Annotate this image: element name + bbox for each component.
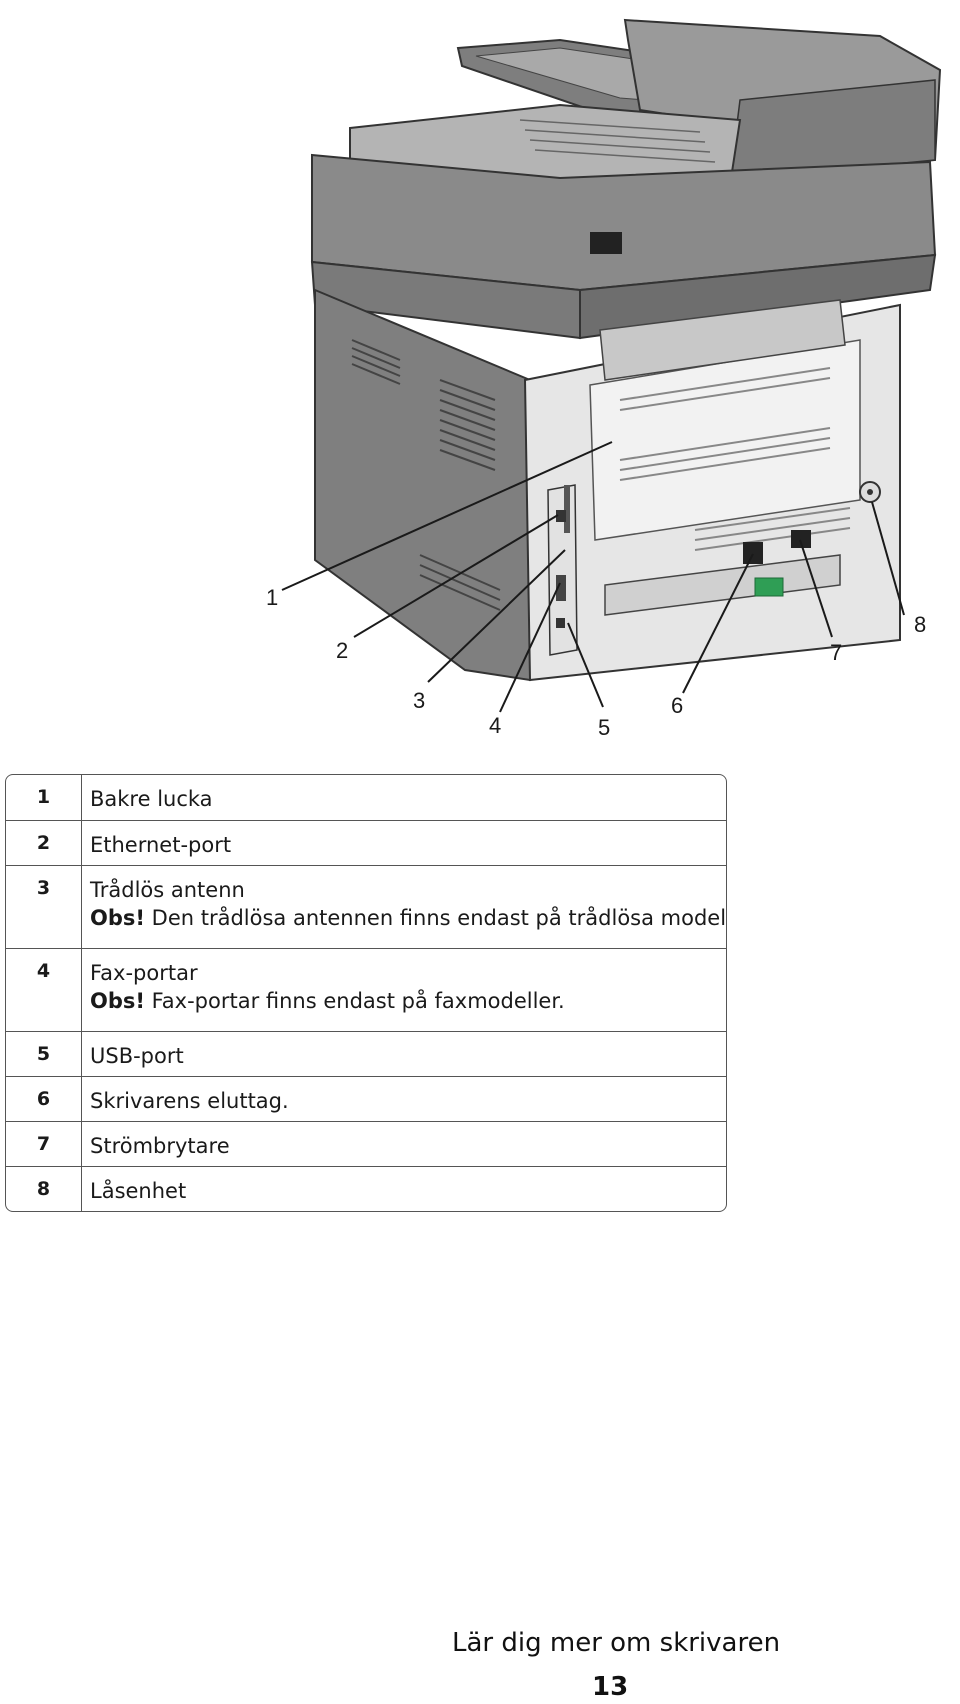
- legend-number: 3: [6, 866, 82, 948]
- legend-number: 2: [6, 821, 82, 865]
- callout-6: 6: [671, 693, 683, 718]
- legend-number: 7: [6, 1122, 82, 1166]
- legend-label: Fax-portar: [90, 961, 198, 985]
- note-prefix: Obs!: [90, 906, 145, 930]
- power-socket: [743, 542, 763, 564]
- callout-1: 1: [266, 585, 278, 610]
- callout-8: 8: [914, 612, 926, 637]
- ethernet-port: [556, 510, 566, 522]
- legend-table: 1 Bakre lucka 2 Ethernet-port 3 Trådlös …: [5, 774, 727, 1212]
- legend-number: 6: [6, 1077, 82, 1121]
- footer-section-title: Lär dig mer om skrivaren: [452, 1628, 781, 1658]
- legend-label: Låsenhet: [90, 1179, 187, 1203]
- legend-row-4: 4 Fax-portar Obs! Fax-portar finns endas…: [6, 948, 726, 1031]
- legend-label: Skrivarens eluttag.: [90, 1089, 289, 1113]
- legend-number: 4: [6, 949, 82, 1031]
- port-panel: [547, 484, 578, 656]
- scanner-housing: [310, 103, 937, 340]
- legend-row-3: 3 Trådlös antenn Obs! Den trådlösa anten…: [6, 865, 726, 948]
- legend-row-1: 1 Bakre lucka: [6, 775, 726, 820]
- legend-row-2: 2 Ethernet-port: [6, 820, 726, 865]
- legend-number: 5: [6, 1032, 82, 1076]
- legend-number: 1: [6, 775, 82, 820]
- callout-4: 4: [489, 713, 501, 738]
- wireless-antenna: [564, 485, 570, 533]
- callout-7: 7: [830, 640, 842, 665]
- callout-3: 3: [413, 688, 425, 713]
- fax-ports: [556, 575, 566, 601]
- note-text: Den trådlösa antennen finns endast på tr…: [144, 906, 727, 930]
- usb-port: [556, 618, 565, 628]
- legend-row-6: 6 Skrivarens eluttag.: [6, 1076, 726, 1121]
- legend-row-7: 7 Strömbrytare: [6, 1121, 726, 1166]
- callout-5: 5: [598, 715, 610, 740]
- legend-label: USB-port: [90, 1044, 184, 1068]
- legend-note: Obs! Fax-portar finns endast på faxmodel…: [90, 987, 565, 1015]
- legend-number: 8: [6, 1167, 82, 1211]
- note-prefix: Obs!: [90, 989, 145, 1013]
- note-text: Fax-portar finns endast på faxmodeller.: [144, 989, 565, 1013]
- printer-rear-illustration: 1 2 3 4 5 6 7 8: [266, 18, 942, 740]
- legend-label: Strömbrytare: [90, 1134, 230, 1158]
- callout-leaders: [281, 441, 905, 713]
- legend-label: Ethernet-port: [90, 833, 232, 857]
- callout-2: 2: [336, 638, 348, 663]
- legend-note: Obs! Den trådlösa antennen finns endast …: [90, 904, 727, 932]
- legend-label: Bakre lucka: [90, 787, 213, 811]
- legend-row-5: 5 USB-port: [6, 1031, 726, 1076]
- legend-label: Trådlös antenn: [90, 878, 245, 902]
- printer-left-side: [314, 288, 531, 682]
- power-switch: [791, 530, 811, 548]
- legend-row-8: 8 Låsenhet: [6, 1166, 726, 1211]
- footer-page-number: 13: [592, 1672, 629, 1702]
- printer-rear-body: [523, 299, 901, 682]
